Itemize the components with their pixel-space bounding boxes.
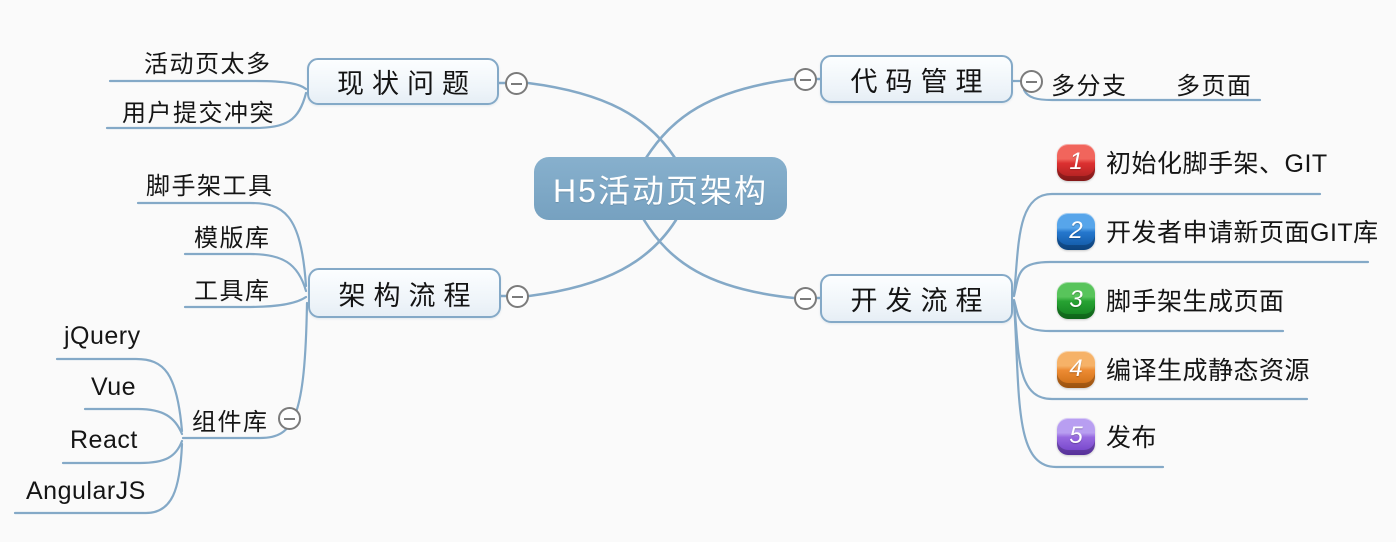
step-item[interactable]: 1 初始化脚手架、GIT [1057, 143, 1328, 181]
topic-label: 现状问题 [337, 69, 477, 99]
collapse-minus-icon[interactable] [1020, 70, 1043, 93]
step-number-badge: 1 [1057, 143, 1095, 181]
step-label: 发布 [1106, 424, 1158, 452]
leaf-jquery[interactable]: jQuery [64, 322, 141, 350]
step-item[interactable]: 5 发布 [1057, 417, 1157, 455]
step-number-badge: 5 [1057, 417, 1095, 455]
central-topic[interactable]: H5活动页架构 [534, 157, 787, 220]
leaf-user-commit-conflict[interactable]: 用户提交冲突 [122, 100, 275, 127]
step-label: 编译生成静态资源 [1106, 357, 1311, 385]
topic-code-management[interactable]: 代码管理 [820, 55, 1013, 103]
step-number-badge: 2 [1057, 212, 1095, 250]
step-item[interactable]: 4 编译生成静态资源 [1057, 350, 1310, 388]
collapse-minus-icon[interactable] [794, 68, 817, 91]
topic-architecture-flow[interactable]: 架构流程 [308, 268, 501, 318]
topic-label: 开发流程 [850, 286, 991, 316]
collapse-minus-icon[interactable] [278, 407, 301, 430]
topic-label: 架构流程 [338, 280, 479, 311]
topic-status-issues[interactable]: 现状问题 [307, 58, 499, 105]
step-label: 初始化脚手架、GIT [1106, 150, 1328, 178]
step-number-badge: 4 [1057, 350, 1095, 388]
leaf-react[interactable]: React [70, 426, 138, 454]
topic-dev-process[interactable]: 开发流程 [820, 274, 1013, 323]
leaf-multi-branch[interactable]: 多分支 [1051, 73, 1128, 100]
leaf-multi-page[interactable]: 多页面 [1176, 73, 1253, 100]
leaf-utility-lib[interactable]: 工具库 [194, 278, 271, 305]
collapse-minus-icon[interactable] [506, 285, 529, 308]
step-number-badge: 3 [1057, 281, 1095, 319]
leaf-component-lib[interactable]: 组件库 [192, 409, 269, 436]
leaf-too-many-pages[interactable]: 活动页太多 [144, 51, 272, 78]
central-topic-label: H5活动页架构 [553, 172, 768, 209]
collapse-minus-icon[interactable] [505, 72, 528, 95]
topic-label: 代码管理 [850, 66, 991, 97]
leaf-vue[interactable]: Vue [91, 373, 137, 401]
step-item[interactable]: 2 开发者申请新页面GIT库 [1057, 212, 1379, 250]
leaf-template-lib[interactable]: 模版库 [194, 225, 271, 252]
step-item[interactable]: 3 脚手架生成页面 [1057, 281, 1285, 319]
step-label: 脚手架生成页面 [1106, 288, 1285, 316]
leaf-scaffold-tool[interactable]: 脚手架工具 [146, 173, 274, 200]
step-label: 开发者申请新页面GIT库 [1106, 219, 1379, 247]
leaf-angularjs[interactable]: AngularJS [26, 477, 146, 505]
collapse-minus-icon[interactable] [794, 287, 817, 310]
